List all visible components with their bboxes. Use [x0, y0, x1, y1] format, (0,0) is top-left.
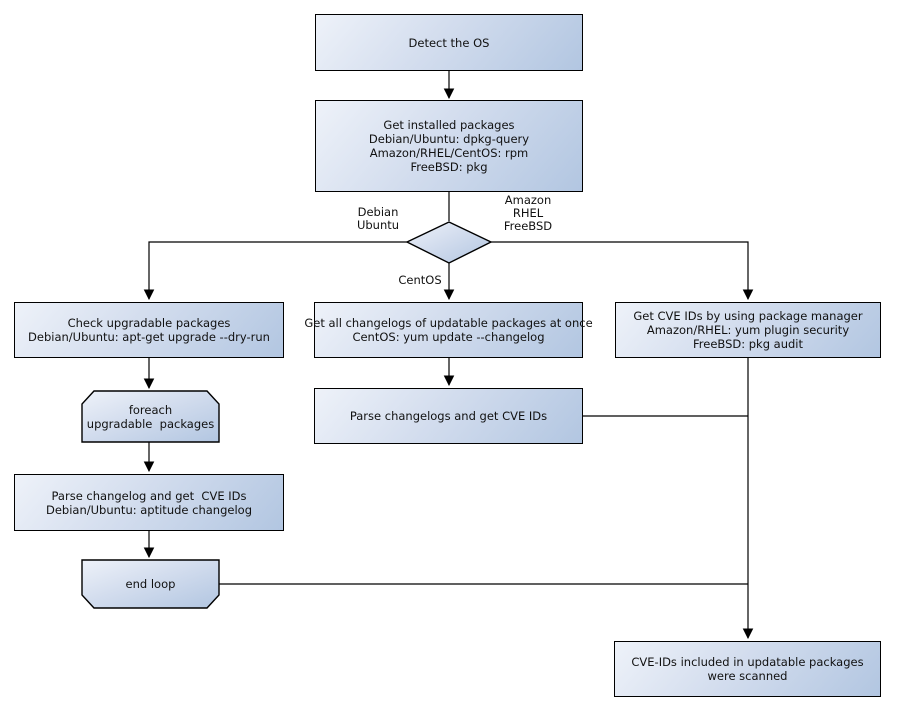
edge-label-amazon-rhel-freebsd: Amazon RHEL FreeBSD — [503, 193, 553, 233]
edge-label-centos: CentOS — [398, 273, 442, 287]
node-get-installed-packages: Get installed packages Debian/Ubuntu: dp… — [315, 100, 583, 192]
arrow-diamond-to-check-upgradable — [143, 241, 407, 301]
edge-label-debian-ubuntu: Debian Ubuntu — [356, 205, 400, 232]
node-get-cve-ids-package-manager: Get CVE IDs by using package manager Ama… — [615, 302, 881, 358]
node-check-upgradable-packages: Check upgradable packages Debian/Ubuntu:… — [14, 302, 284, 358]
flow-connectors — [143, 71, 754, 640]
node-get-all-changelogs: Get all changelogs of updatable packages… — [304, 302, 593, 358]
arrow-diamond-to-get-cve-ids — [491, 241, 754, 301]
node-parse-changelog-debian: Parse changelog and get CVE IDs Debian/U… — [14, 474, 284, 531]
foreach-loop-shape — [81, 390, 220, 443]
decision-diamond — [405, 221, 493, 264]
node-cve-ids-scanned: CVE-IDs included in updatable packages w… — [614, 641, 881, 697]
end-loop-label: end loop — [125, 577, 176, 591]
node-parse-changelogs-centos: Parse changelogs and get CVE IDs — [314, 388, 583, 444]
node-detect-os: Detect the OS — [315, 14, 583, 71]
foreach-loop-label: foreach upgradable packages — [86, 402, 215, 431]
end-loop-shape — [81, 559, 220, 609]
